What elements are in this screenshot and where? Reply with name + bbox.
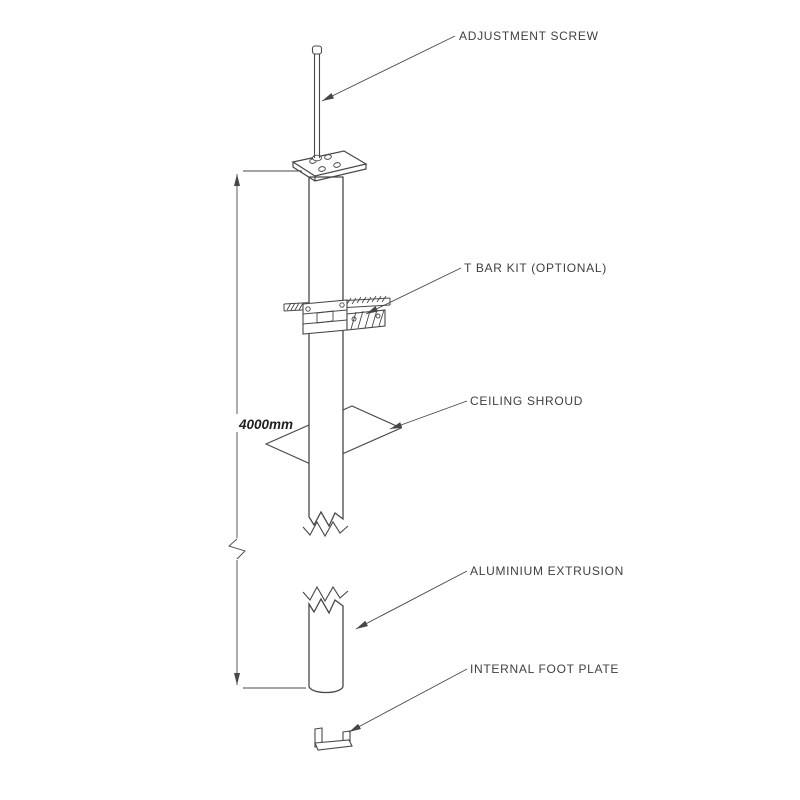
callout-ceiling-shroud: CEILING SHROUD <box>389 394 583 430</box>
pole-upper-break-line <box>302 520 349 538</box>
top-plate-hole <box>333 162 341 168</box>
top-plate-hole <box>324 154 332 160</box>
top-plate-thickness <box>292 162 367 182</box>
dimension-4000mm: 4000mm <box>227 170 306 689</box>
label-aluminium-extrusion: ALUMINIUM EXTRUSION <box>470 564 624 578</box>
pole-upper-body <box>308 176 344 528</box>
foot-plate-base <box>314 739 353 751</box>
t-bar-bolt <box>339 302 345 308</box>
t-bar-clamp-plate <box>302 299 348 335</box>
t-bar-bracket-hatch <box>350 309 385 330</box>
pole-lower-section <box>302 585 349 694</box>
t-bar-bolt <box>375 313 381 319</box>
screw-boss <box>312 154 322 162</box>
t-bar-left-hatch <box>286 302 308 311</box>
leader-adjustment-screw <box>321 35 456 102</box>
t-bar-clamp-block <box>316 310 334 324</box>
dimension-break-mask <box>227 538 247 560</box>
t-bar-bolt <box>305 306 311 312</box>
label-internal-foot-plate: INTERNAL FOOT PLATE <box>470 662 619 676</box>
t-bar-kit <box>286 295 387 335</box>
dimension-break-symbol <box>228 538 246 560</box>
leader-internal-foot-plate <box>348 668 468 733</box>
t-bar-right-hatch <box>346 295 387 305</box>
top-plate-hole <box>318 166 326 172</box>
callout-aluminium-extrusion: ALUMINIUM EXTRUSION <box>355 564 624 630</box>
callout-t-bar-kit: T BAR KIT (OPTIONAL) <box>365 261 607 315</box>
label-ceiling-shroud: CEILING SHROUD <box>470 394 583 408</box>
leader-t-bar-kit <box>365 267 462 315</box>
pole-lower-body <box>308 597 344 694</box>
t-bar-bolt <box>351 316 357 322</box>
top-plate <box>291 150 368 182</box>
callout-adjustment-screw: ADJUSTMENT SCREW <box>321 29 599 102</box>
screw-cap <box>311 45 323 55</box>
adjustment-screw <box>311 45 323 162</box>
label-adjustment-screw: ADJUSTMENT SCREW <box>459 29 599 43</box>
label-t-bar-kit: T BAR KIT (OPTIONAL) <box>464 261 607 275</box>
leader-aluminium-extrusion <box>355 570 468 630</box>
leader-ceiling-shroud <box>389 400 468 430</box>
internal-foot-plate <box>314 727 353 751</box>
pole-upper-section <box>302 176 349 538</box>
callout-internal-foot-plate: INTERNAL FOOT PLATE <box>348 662 619 733</box>
dimension-text-mask <box>233 414 287 432</box>
pole-lower-break-line <box>302 585 349 603</box>
dimension-value: 4000mm <box>238 417 293 432</box>
